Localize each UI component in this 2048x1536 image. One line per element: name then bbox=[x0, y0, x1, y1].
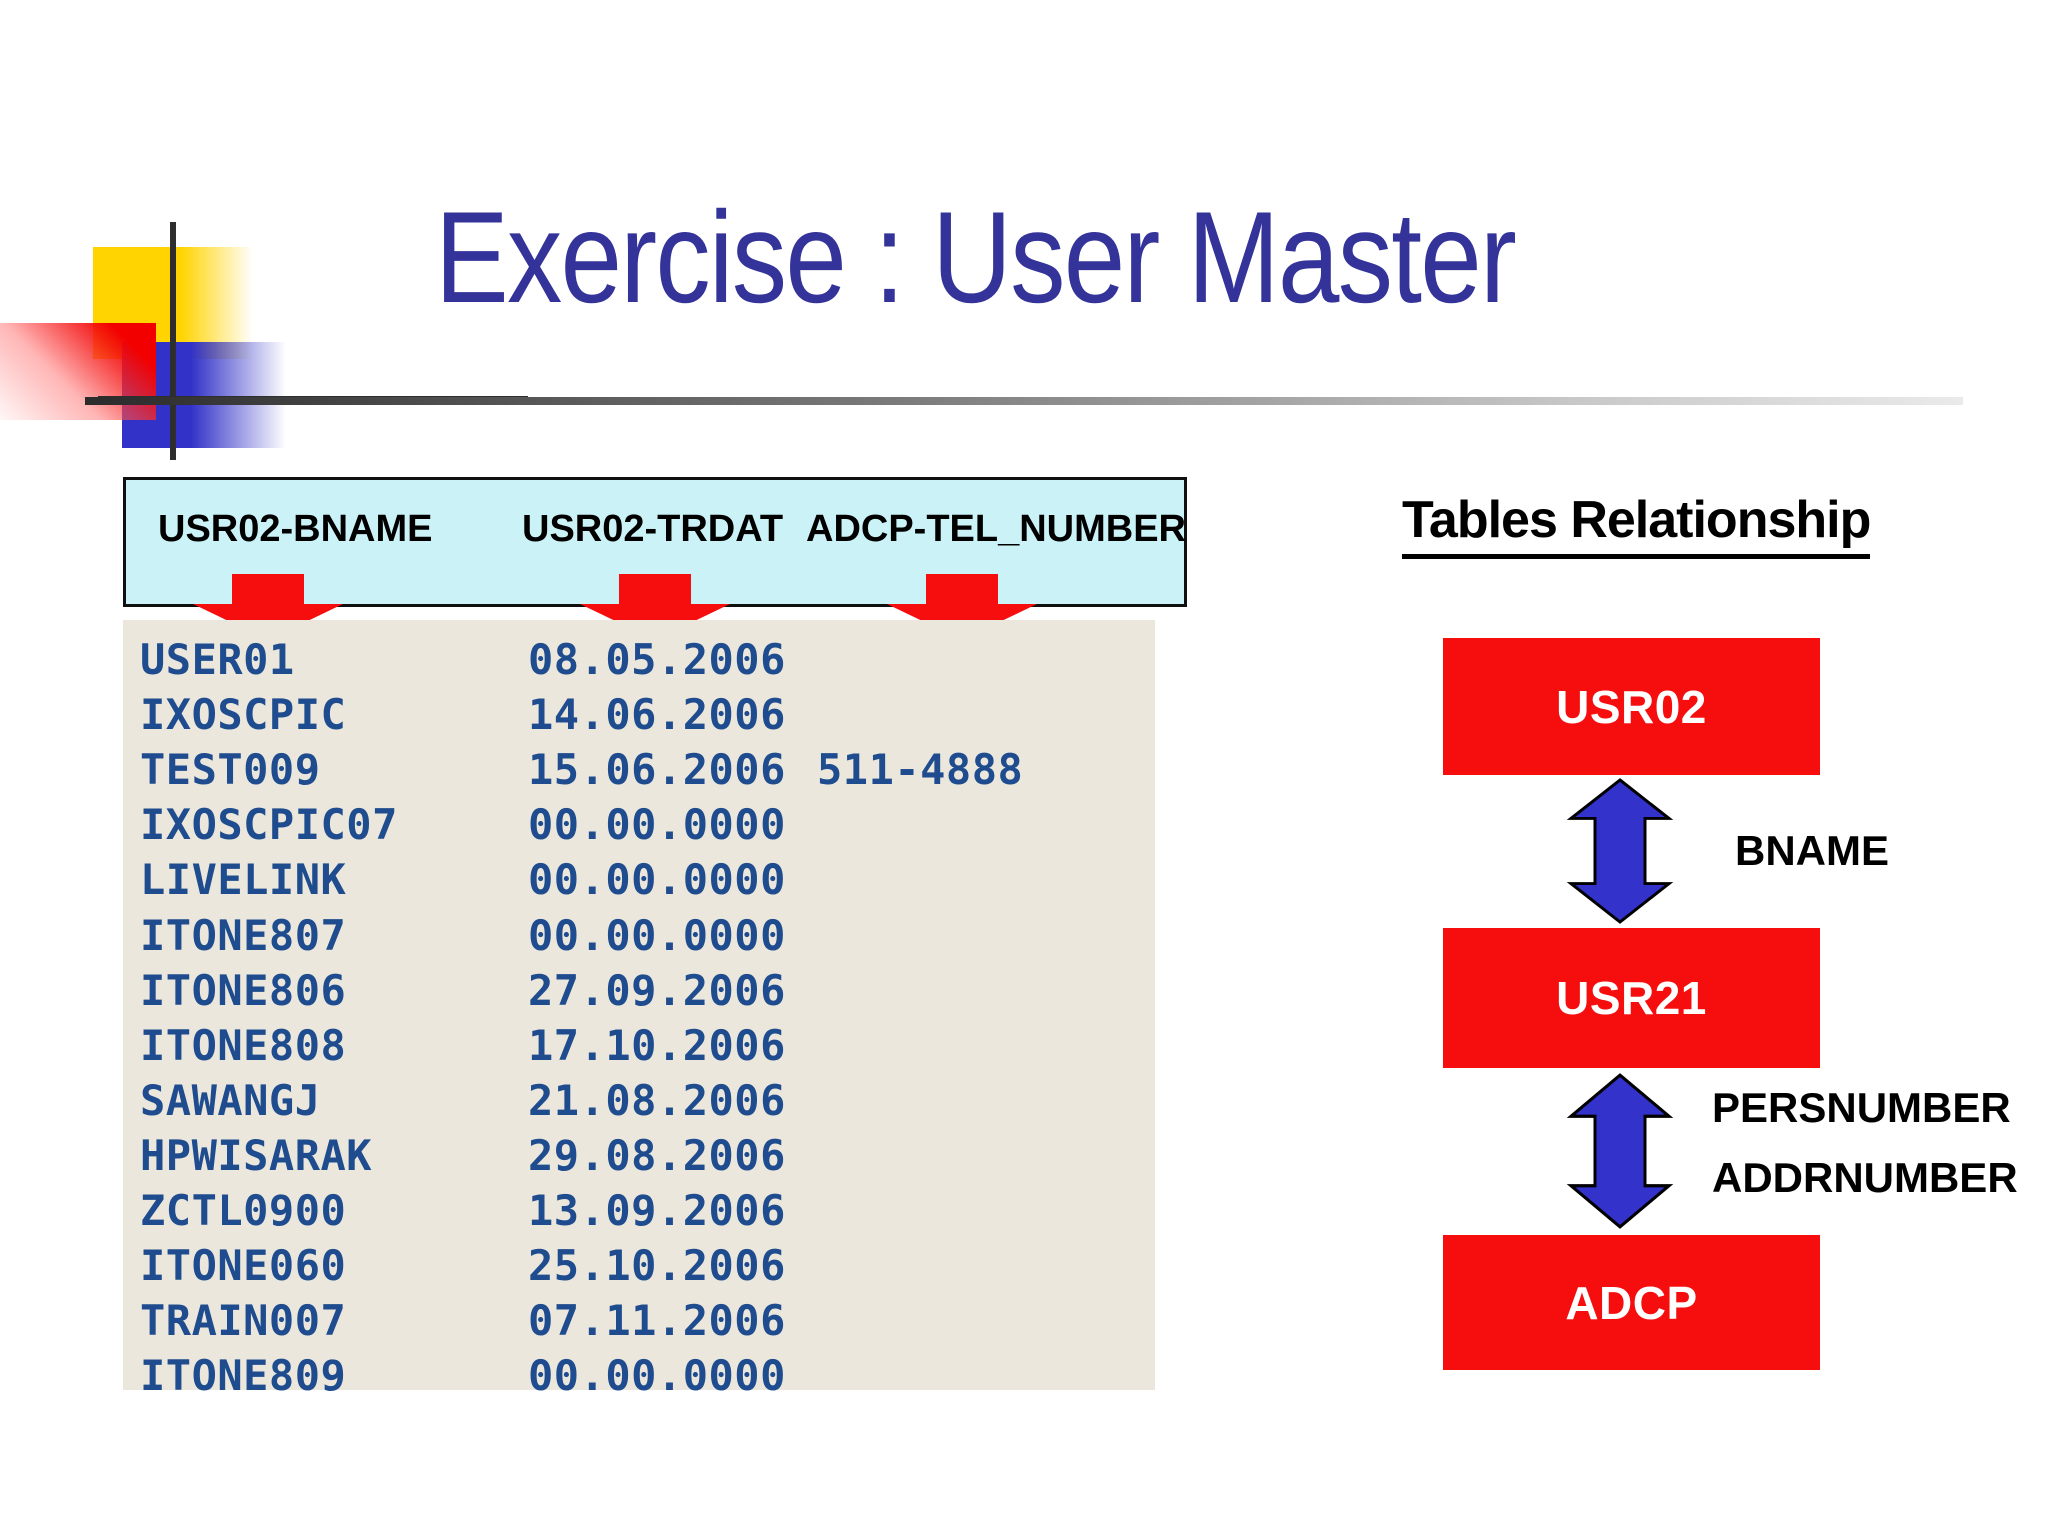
pointer-down-arrow-icon bbox=[193, 574, 343, 640]
table-row: ITONE806 27.09.2006 bbox=[123, 966, 1155, 1021]
cell-bname: USER01 bbox=[140, 635, 295, 684]
cell-trdat: 08.05.2006 bbox=[528, 635, 786, 684]
cell-trdat: 27.09.2006 bbox=[528, 965, 786, 1015]
table-row: LIVELINK 00.00.0000 bbox=[123, 855, 1155, 910]
table-row: HPWISARAK 29.08.2006 bbox=[123, 1131, 1155, 1186]
link-label-persnumber: PERSNUMBER bbox=[1712, 1084, 2011, 1131]
cell-bname: ITONE807 bbox=[140, 910, 347, 960]
cell-trdat: 15.06.2006 bbox=[528, 745, 786, 795]
cell-trdat: 13.09.2006 bbox=[528, 1186, 786, 1235]
cell-bname: IXOSCPIC07 bbox=[140, 800, 398, 850]
table-row: ITONE808 17.10.2006 bbox=[123, 1021, 1155, 1076]
column-header-adcp-tel-number: ADCP-TEL_NUMBER bbox=[806, 508, 1186, 550]
cell-bname: SAWANGJ bbox=[140, 1075, 321, 1125]
table-node-usr02: USR02 bbox=[1443, 638, 1820, 775]
cell-bname: IXOSCPIC bbox=[140, 690, 347, 740]
column-header-usr02-trdat: USR02-TRDAT bbox=[522, 508, 784, 550]
link-label-addrnumber: ADDRNUMBER bbox=[1712, 1154, 2018, 1201]
cell-tel-number: 511-4888 bbox=[817, 745, 1024, 795]
table-row: IXOSCPIC07 00.00.0000 bbox=[123, 800, 1155, 855]
cell-trdat: 00.00.0000 bbox=[528, 910, 786, 960]
cell-bname: HPWISARAK bbox=[140, 1130, 373, 1180]
table-row: ITONE807 00.00.0000 bbox=[123, 911, 1155, 966]
table-row: TEST009 15.06.2006 511-4888 bbox=[123, 745, 1155, 800]
table-node-usr21: USR21 bbox=[1443, 928, 1820, 1068]
cell-trdat: 00.00.0000 bbox=[528, 1351, 786, 1401]
cell-trdat: 00.00.0000 bbox=[528, 855, 786, 905]
link-label-bname: BNAME bbox=[1735, 827, 1889, 874]
table-row: TRAIN007 07.11.2006 bbox=[123, 1296, 1155, 1351]
decoration-red-square bbox=[0, 323, 156, 420]
cell-bname: ITONE806 bbox=[140, 965, 347, 1015]
cell-bname: ITONE808 bbox=[140, 1020, 347, 1070]
table-row: ITONE060 25.10.2006 bbox=[123, 1241, 1155, 1296]
decoration-vertical-line bbox=[170, 222, 176, 460]
cell-bname: LIVELINK bbox=[140, 855, 347, 905]
cell-bname: ZCTL0900 bbox=[140, 1186, 347, 1235]
title-divider-rule bbox=[85, 397, 1963, 405]
page-title: Exercise : User Master bbox=[435, 184, 1517, 330]
table-row: SAWANGJ 21.08.2006 bbox=[123, 1076, 1155, 1131]
cell-trdat: 17.10.2006 bbox=[528, 1020, 786, 1070]
cell-trdat: 21.08.2006 bbox=[528, 1075, 786, 1125]
pointer-down-arrow-icon bbox=[887, 574, 1037, 640]
user-list-panel: USER01 08.05.2006 IXOSCPIC 14.06.2006 TE… bbox=[123, 620, 1155, 1400]
table-row: USER01 08.05.2006 bbox=[123, 635, 1155, 690]
table-row: ITONE809 00.00.0000 bbox=[123, 1351, 1155, 1406]
cell-bname: ITONE060 bbox=[140, 1241, 347, 1291]
table-row: IXOSCPIC 14.06.2006 bbox=[123, 690, 1155, 745]
cell-trdat: 00.00.0000 bbox=[528, 800, 786, 850]
double-arrow-icon bbox=[1566, 1073, 1674, 1229]
cell-bname: TRAIN007 bbox=[140, 1296, 347, 1346]
table-node-adcp: ADCP bbox=[1443, 1235, 1820, 1370]
cell-trdat: 25.10.2006 bbox=[528, 1241, 786, 1291]
cell-trdat: 07.11.2006 bbox=[528, 1296, 786, 1346]
cell-trdat: 29.08.2006 bbox=[528, 1130, 786, 1180]
column-header-usr02-bname: USR02-BNAME bbox=[158, 508, 433, 550]
table-row: ZCTL0900 13.09.2006 bbox=[123, 1186, 1155, 1241]
relationship-title: Tables Relationship bbox=[1402, 490, 1871, 559]
double-arrow-icon bbox=[1566, 778, 1674, 924]
cell-bname: TEST009 bbox=[140, 745, 321, 795]
pointer-down-arrow-icon bbox=[580, 574, 730, 640]
cell-trdat: 14.06.2006 bbox=[528, 690, 786, 740]
cell-bname: ITONE809 bbox=[140, 1351, 347, 1401]
